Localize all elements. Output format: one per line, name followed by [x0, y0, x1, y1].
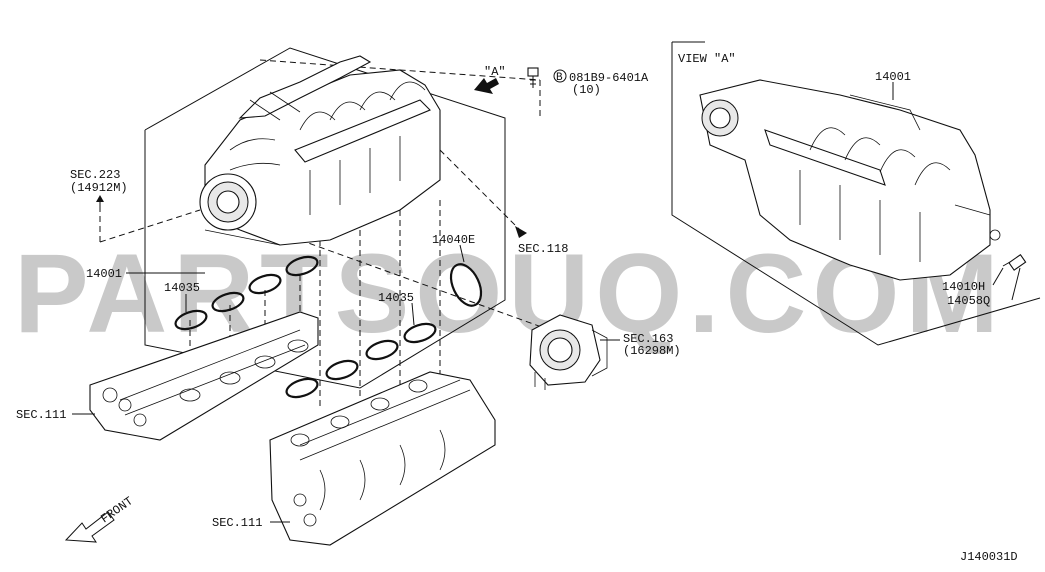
- callout-14001-left: 14001: [86, 267, 122, 281]
- intake-manifold-view-a: [699, 79, 1001, 281]
- bolt-part-number: 081B9-6401A: [569, 71, 649, 85]
- callout-sec223-line1: SEC.223: [70, 168, 120, 182]
- callout-sec111-lower: SEC.111: [212, 516, 262, 530]
- leader-lines: [72, 82, 1021, 523]
- callout-sec111-upper: SEC.111: [16, 408, 66, 422]
- front-label: FRONT: [98, 494, 136, 526]
- bolt-circle-letter: B: [556, 72, 563, 84]
- bolt-callout: B 081B9-6401A (10): [553, 69, 649, 97]
- hose-14058q: [1002, 253, 1027, 271]
- callout-14001-right: 14001: [875, 70, 911, 84]
- front-arrow-icon: [64, 511, 115, 543]
- callout-14010h: 14010H: [942, 280, 985, 294]
- bolt-icon: [527, 67, 539, 88]
- callout-sec223-line2: (14912M): [70, 181, 128, 195]
- view-a-arrow-label: "A": [484, 65, 506, 79]
- view-a-label: VIEW "A": [678, 52, 736, 66]
- main-frame: [144, 47, 506, 389]
- throttle-gasket-14040e: [449, 263, 483, 307]
- view-a-frame: [671, 41, 1041, 346]
- callout-sec163-line1: SEC.163: [623, 332, 673, 346]
- callout-14035-right: 14035: [378, 291, 414, 305]
- alignment-lines: [99, 59, 551, 410]
- view-a-arrow-icon: [474, 78, 499, 94]
- callout-sec163-line2: (16298M): [623, 344, 681, 358]
- intake-manifold-main: [199, 55, 441, 246]
- callout-14058q: 14058Q: [947, 294, 990, 308]
- gaskets-lower-14035: [285, 322, 437, 399]
- cylinder-head-upper: [89, 311, 319, 441]
- sec118-arrow-icon: [515, 226, 527, 238]
- diagram-code: J140031D: [960, 550, 1018, 564]
- callout-14040e: 14040E: [432, 233, 475, 247]
- callout-14035-left: 14035: [164, 281, 200, 295]
- gaskets-upper-14035: [174, 255, 319, 331]
- cylinder-head-lower: [269, 371, 496, 546]
- up-arrow-icon: [96, 195, 104, 210]
- throttle-body: [529, 314, 608, 390]
- callout-sec118: SEC.118: [518, 242, 568, 256]
- bolt-qty: (10): [572, 83, 601, 97]
